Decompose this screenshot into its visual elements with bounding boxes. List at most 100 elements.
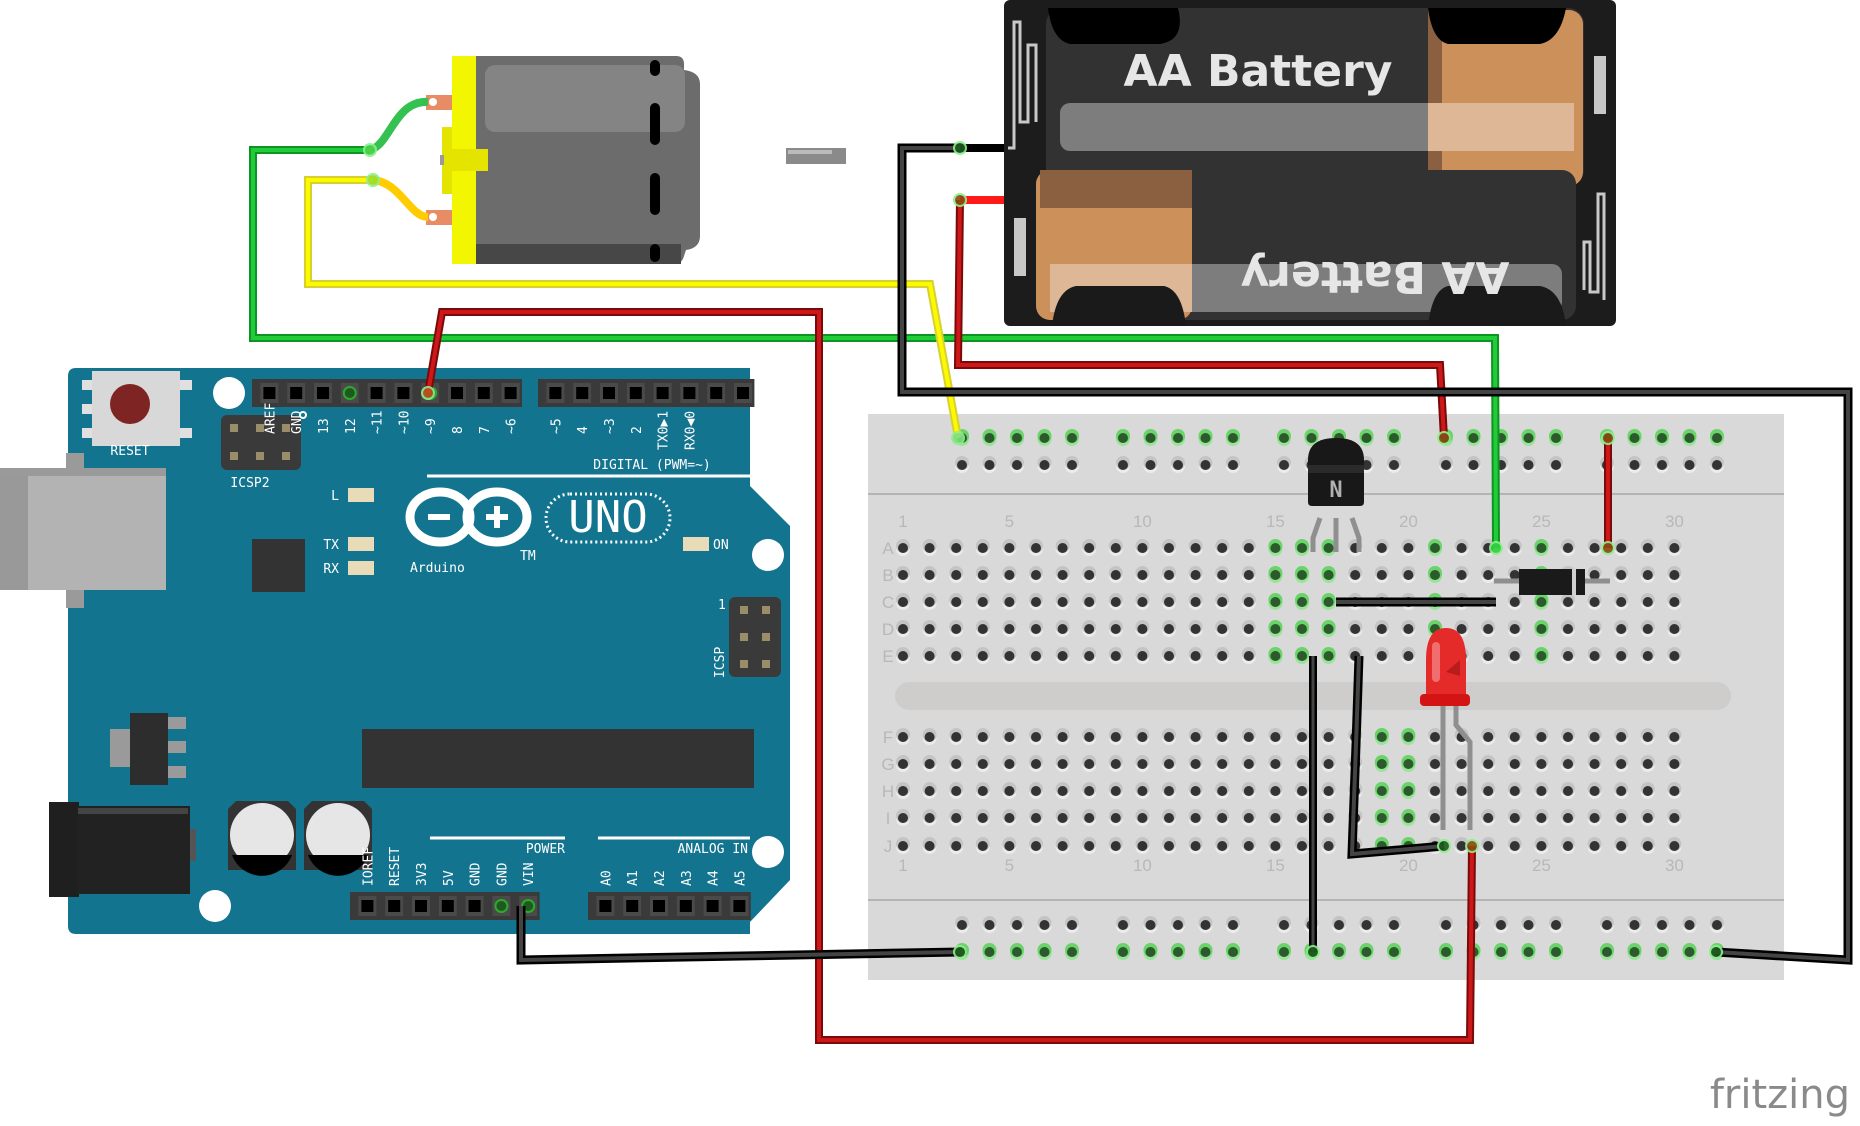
- rail-hole-center: [1067, 433, 1077, 443]
- led-l-label: L: [331, 489, 339, 504]
- rail-hole-center: [1067, 947, 1077, 957]
- hole-center: [977, 813, 988, 823]
- spring-contact: [1582, 192, 1606, 300]
- rail-hole-center: [1306, 433, 1317, 443]
- digital-pin-label: 4: [576, 426, 591, 434]
- hole-center: [1376, 786, 1387, 796]
- hole-center: [1243, 813, 1254, 823]
- power-pin-label: GND: [495, 862, 510, 886]
- diode[interactable]: [1494, 569, 1610, 595]
- hole-center: [1031, 841, 1041, 851]
- hole-center: [1483, 732, 1494, 742]
- wire-endpoint[interactable]: [953, 141, 967, 155]
- hole-center: [1270, 624, 1281, 634]
- rail-hole-center: [1173, 433, 1183, 443]
- rail-hole-center: [1145, 460, 1156, 470]
- dc-motor[interactable]: [368, 56, 846, 264]
- wire-endpoint[interactable]: [366, 173, 380, 187]
- rail-hole-center: [1602, 947, 1612, 957]
- power-title: POWER: [526, 842, 565, 857]
- hole-center: [1164, 651, 1174, 661]
- hole-center: [1642, 841, 1653, 851]
- hole-center: [977, 759, 988, 769]
- rail-hole-center: [1012, 947, 1022, 957]
- hole-center: [1483, 651, 1494, 661]
- hole-center: [1563, 786, 1573, 796]
- hole-center: [1403, 651, 1414, 661]
- hole-center: [1616, 597, 1627, 607]
- hole-center: [1536, 597, 1547, 607]
- hole-center: [1376, 759, 1387, 769]
- wire-endpoint[interactable]: [951, 431, 965, 445]
- hole-center: [1270, 813, 1281, 823]
- hole-center: [1243, 543, 1254, 553]
- icsp-pin1-label: 1: [718, 598, 726, 613]
- digital-pin-label: GND: [290, 410, 305, 434]
- rail-hole-center: [1279, 433, 1289, 443]
- wire-endpoint[interactable]: [953, 945, 967, 959]
- column-number: 15: [1266, 856, 1285, 875]
- hole-center: [898, 570, 908, 580]
- npn-transistor[interactable]: N: [1308, 438, 1364, 552]
- hole-center: [1137, 570, 1148, 580]
- led-on-label: ON: [713, 538, 729, 553]
- hole-center: [1004, 543, 1015, 553]
- wire-endpoint[interactable]: [1601, 541, 1615, 555]
- wire-endpoint[interactable]: [1437, 839, 1451, 853]
- rail-hole-center: [1657, 947, 1667, 957]
- hole-center: [1004, 570, 1015, 580]
- hole-center: [1031, 543, 1041, 553]
- wire-endpoint[interactable]: [1437, 431, 1451, 445]
- wire-endpoint[interactable]: [953, 193, 967, 207]
- rail-hole-center: [1200, 947, 1211, 957]
- digital-pin-label: TX0▶1: [657, 411, 672, 450]
- column-number: 5: [1005, 856, 1014, 875]
- rail-hole-center: [1039, 433, 1050, 443]
- rail-hole-center: [1551, 947, 1561, 957]
- wire-endpoint[interactable]: [1601, 431, 1615, 445]
- wire-endpoint[interactable]: [421, 386, 435, 400]
- digital-pin-label: ~9: [424, 418, 439, 434]
- hole-center: [898, 732, 908, 742]
- rail-hole-center: [1468, 460, 1479, 470]
- hole-center: [1164, 570, 1174, 580]
- hole-center: [1057, 570, 1068, 580]
- flat-contact: [1594, 56, 1606, 114]
- hole-center: [1589, 597, 1600, 607]
- hole-center: [951, 651, 962, 661]
- hole-center: [951, 597, 962, 607]
- hole-center: [924, 651, 935, 661]
- wire-endpoint[interactable]: [1489, 541, 1503, 555]
- hole-center: [1217, 759, 1228, 769]
- hole-center: [1190, 597, 1201, 607]
- arduino-uno[interactable]: RESET ICSP2 L TX RX ON UN: [0, 368, 790, 934]
- hole-center: [1270, 570, 1281, 580]
- wire-endpoint[interactable]: [1306, 945, 1320, 959]
- hole-center: [1589, 841, 1600, 851]
- rail-hole-center: [1173, 920, 1183, 930]
- hole-center: [1243, 597, 1254, 607]
- hole-center: [1350, 624, 1361, 634]
- hole-center: [898, 597, 908, 607]
- hole-center: [1270, 732, 1281, 742]
- reset-button-cap[interactable]: [110, 384, 150, 424]
- rail-hole-center: [1441, 920, 1451, 930]
- hole-center: [977, 543, 988, 553]
- rail-hole-center: [1012, 920, 1022, 930]
- hole-center: [1137, 841, 1148, 851]
- hole-center: [1110, 651, 1121, 661]
- wire-endpoint[interactable]: [1709, 945, 1723, 959]
- hole-center: [1642, 786, 1653, 796]
- wire-endpoint[interactable]: [363, 143, 377, 157]
- battery-pack-2xaa[interactable]: AA Battery AA Battery: [1004, 0, 1616, 326]
- row-letter: D: [882, 620, 894, 639]
- reset-button[interactable]: [82, 371, 192, 446]
- hole-center: [1483, 759, 1494, 769]
- wire-endpoint[interactable]: [1465, 839, 1479, 853]
- hole-center: [1057, 759, 1068, 769]
- hole-center: [1110, 543, 1121, 553]
- pin-hole: [361, 900, 374, 912]
- pin-hole: [653, 900, 665, 912]
- red-led[interactable]: [1420, 628, 1473, 830]
